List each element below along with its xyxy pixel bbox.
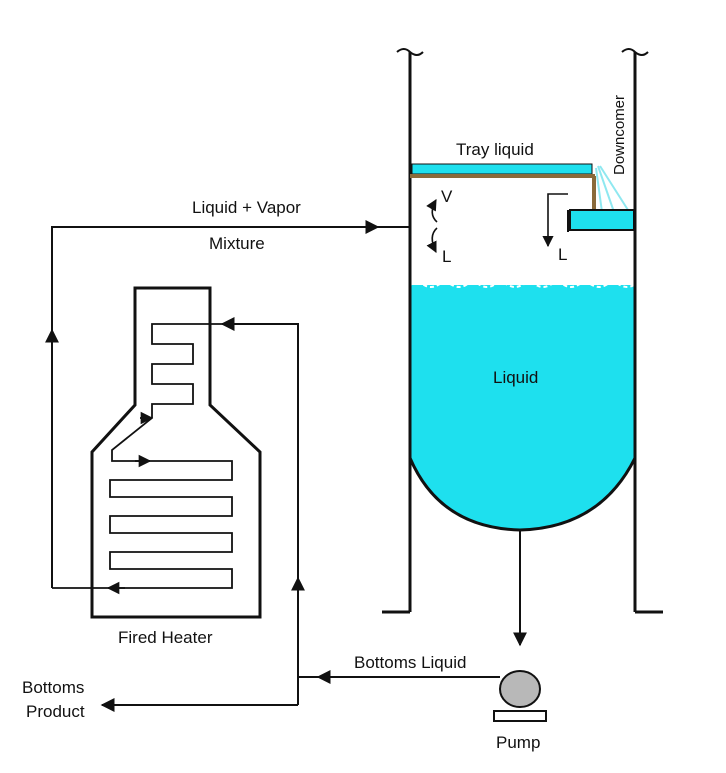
column-break-left (396, 48, 424, 56)
tray-liquid-label: Tray liquid (456, 140, 534, 159)
feed-line (51, 220, 380, 588)
bottoms-product-label-line2: Product (26, 702, 85, 721)
distillation-column (382, 48, 663, 614)
convection-coil (111, 323, 232, 462)
pump (493, 670, 547, 722)
sump-liquid-label: Liquid (493, 368, 538, 387)
reboiler-return-line (238, 323, 299, 705)
downcomer-label: Downcomer (611, 95, 628, 175)
vapor-label: V (441, 187, 453, 206)
flash-arrows (426, 199, 438, 254)
feed-label-line1: Liquid + Vapor (192, 198, 301, 217)
radiant-coil (52, 460, 233, 589)
liquid-flash-arrow (426, 227, 438, 254)
fired-heater (52, 286, 262, 619)
heater-body-outline (90, 286, 262, 619)
vapor-arrow (426, 199, 438, 223)
bottoms-product-label-line1: Bottoms (22, 678, 84, 697)
tray-assembly (410, 163, 635, 232)
column-break-right (621, 48, 649, 56)
tray-liquid-layer (411, 163, 593, 175)
pump-base (493, 710, 547, 722)
feed-label-line2: Mixture (209, 234, 265, 253)
pump-label: Pump (496, 733, 540, 752)
fired-heater-label: Fired Heater (118, 628, 213, 647)
liquid-flash-label: L (442, 247, 451, 266)
downcomer-spray (595, 165, 629, 213)
lower-tray-liquid (569, 209, 635, 231)
pump-casing (499, 670, 541, 708)
sump-liquid-body (410, 285, 635, 530)
bottoms-piping (100, 323, 527, 712)
downcomer-liquid-label: L (558, 245, 567, 264)
bottoms-liquid-label: Bottoms Liquid (354, 653, 466, 672)
downcomer-liquid-arrow (542, 193, 568, 248)
